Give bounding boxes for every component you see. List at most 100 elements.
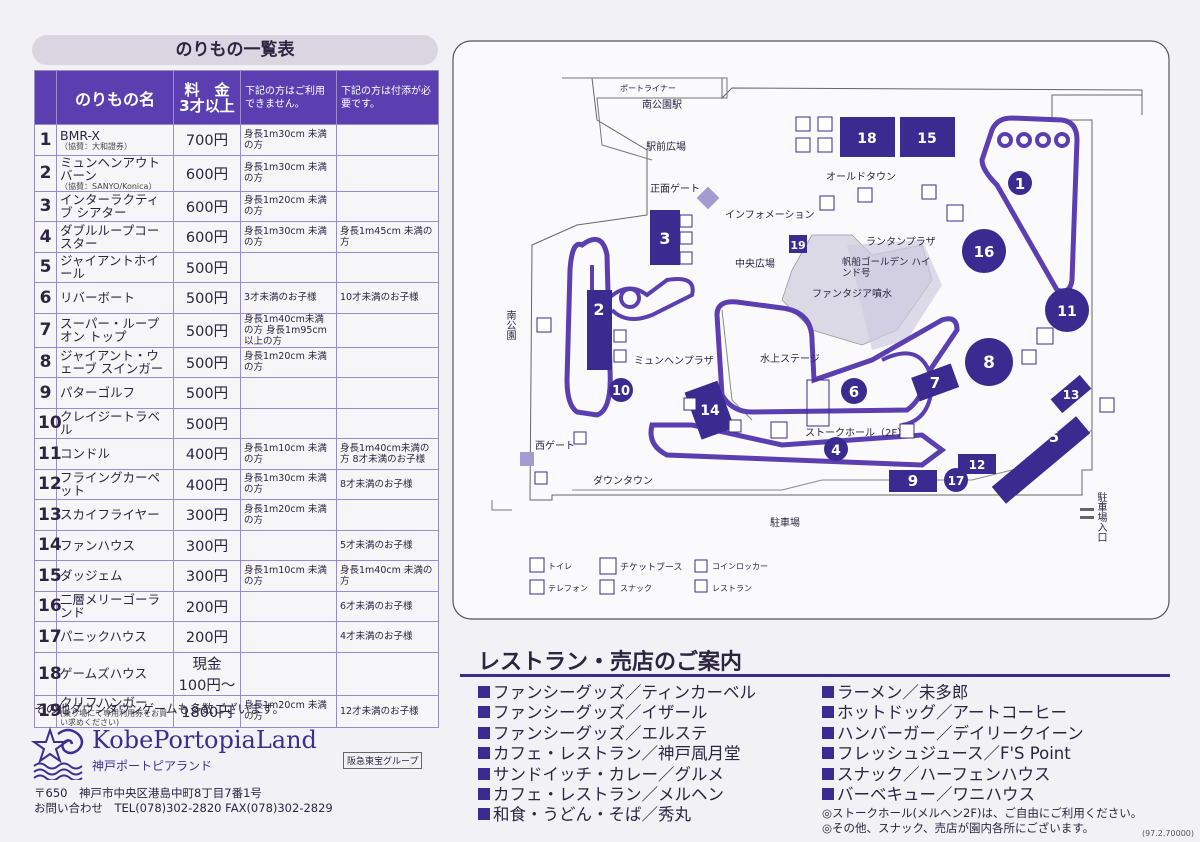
- coaster-4-track: [648, 422, 947, 468]
- ride-escort-note: [336, 190, 439, 222]
- ride-restriction: 身長1m20cm 未満の方: [240, 499, 337, 531]
- ride-name: スカイフライヤー: [56, 499, 174, 531]
- autobahn-track: [564, 236, 613, 418]
- ride-price: 200円: [173, 621, 241, 653]
- ride-escort-note: 6才未満のお子様: [336, 590, 439, 622]
- svg-text:9: 9: [908, 472, 918, 490]
- ride-price: 600円: [173, 154, 241, 192]
- ride-name: パニックハウス: [56, 621, 174, 653]
- ride-price: 500円: [173, 312, 241, 348]
- svg-text:1: 1: [1015, 175, 1025, 193]
- legend-ticket: チケットブース: [620, 563, 683, 573]
- group-badge: 阪急東宝グループ: [343, 752, 423, 769]
- square-bullet-icon: [478, 767, 490, 780]
- ride-name-text: フライングカーペット: [60, 470, 161, 499]
- ride-escort-note: 8才未満のお子様: [336, 468, 439, 500]
- shop-item-text: 和食・うどん・そば／秀丸: [493, 805, 691, 825]
- shop-note: ◎その他、スナック、売店が園内各所にございます。: [822, 821, 1095, 835]
- ride-restriction: 身長1m40cm未満の方 身長1m95cm以上の方: [240, 312, 337, 348]
- ride-restriction: [240, 651, 337, 696]
- ride-name-text: ジャイアントホイール: [60, 253, 159, 282]
- ride-number: 17: [34, 621, 62, 653]
- square-bullet-icon: [478, 747, 490, 760]
- ride-name-text: パターゴルフ: [60, 385, 136, 401]
- ride-escort-note: [336, 251, 439, 283]
- ride-name-text: ダッジェム: [60, 568, 123, 584]
- ride-number: 11: [34, 438, 62, 470]
- ride-price: 600円: [173, 190, 241, 222]
- ride-name: リバーボート: [56, 282, 174, 314]
- station-label: 南公園駅: [642, 100, 682, 111]
- ride-name-text: クレイジートラベル: [60, 409, 161, 438]
- legend-locker: コインロッカー: [712, 562, 768, 571]
- shop-item: スナック／ハーフェンハウス: [822, 765, 1084, 785]
- ride-escort-note: [336, 407, 439, 439]
- svg-text:5: 5: [1049, 428, 1059, 446]
- ride-number: 2: [34, 154, 57, 192]
- ride-number: 19: [34, 694, 62, 728]
- ride-restriction: [240, 529, 337, 561]
- ride-sponsor: (乗り場にて専用利用券をお買い求めください): [60, 708, 168, 727]
- ride-price: 400円: [173, 468, 241, 500]
- ride-restriction: 3才未満のお子様: [240, 282, 337, 314]
- shop-item: サンドイッチ・カレー／グルメ: [478, 765, 756, 785]
- shops-list-right: ラーメン／未多郎ホットドッグ／アートコーヒーハンバーガー／デイリークイーンフレッ…: [822, 683, 1084, 805]
- bmr-x-track: [979, 115, 1080, 294]
- ride-name: ゲームズハウス: [56, 651, 174, 696]
- ride-escort-note: [336, 377, 439, 409]
- ride-11-marker: [1045, 288, 1089, 332]
- shop-item: ファンシーグッズ／エルステ: [478, 724, 756, 744]
- address-block: 〒650 神戸市中央区港島中町8丁目7番1号 お問い合わせ TEL(078)30…: [34, 786, 333, 816]
- ride-number: 5: [34, 251, 57, 283]
- header-ride-name: のりもの名: [56, 70, 174, 125]
- legend-restaurant: レストラン: [712, 584, 752, 593]
- svg-text:17: 17: [948, 474, 965, 488]
- ride-name: ジャイアントホイール: [56, 251, 174, 283]
- ride-restriction: 身長1m30cm 未満の方: [240, 468, 337, 500]
- ride-12-block: [958, 454, 996, 474]
- ride-escort-note: 身長1m45cm 未満の方: [336, 221, 439, 253]
- stork-hall-label: ストークホール（2F）: [805, 428, 908, 439]
- header-price-line1: 料 金: [184, 80, 230, 99]
- ride-price: 300円: [173, 529, 241, 561]
- ride-escort-note: 身長1m40cm 未満の方: [336, 560, 439, 592]
- ride-price: 500円: [173, 377, 241, 409]
- lantern-plaza-label: ランタンプラザ: [866, 237, 936, 248]
- ride-name: クレイジートラベル: [56, 407, 174, 439]
- square-bullet-icon: [822, 747, 834, 760]
- ride-19-block: [789, 235, 807, 253]
- print-version: (97.2.70000): [1141, 829, 1194, 838]
- ride-escort-note: [336, 312, 439, 348]
- header-escort: 下記の方は付添が必要です。: [336, 70, 439, 125]
- ekimae-label: 駅前広場: [646, 142, 686, 153]
- ride-name: ダッジェム: [56, 560, 174, 592]
- svg-text:18: 18: [857, 131, 876, 147]
- ride-6-marker: [841, 378, 867, 404]
- ride-restriction: [240, 621, 337, 653]
- ride-2-block: [587, 290, 612, 370]
- ride-18-block: [840, 117, 895, 157]
- parking-label: 駐車場: [770, 518, 800, 529]
- parking-entrance-label: 駐車場入口: [1095, 492, 1106, 542]
- ride-price: 500円: [173, 251, 241, 283]
- shop-item-text: ファンシーグッズ／ティンカーベル: [493, 683, 757, 702]
- shop-item-text: ハンバーガー／デイリークイーン: [837, 723, 1084, 743]
- shop-item-text: ホットドッグ／アートコーヒー: [837, 703, 1068, 723]
- shop-item-text: ファンシーグッズ／イザール: [493, 703, 708, 723]
- square-bullet-icon: [822, 706, 834, 719]
- shop-item-text: カフェ・レストラン／神戸凮月堂: [493, 744, 741, 764]
- ride-price: 300円: [173, 560, 241, 592]
- svg-text:19: 19: [790, 239, 805, 252]
- starfish-logo-icon: [30, 726, 84, 780]
- minami-koen-label: 南公園: [504, 310, 515, 340]
- header-blank: [34, 70, 57, 125]
- ride-name: ファンハウス: [56, 529, 174, 561]
